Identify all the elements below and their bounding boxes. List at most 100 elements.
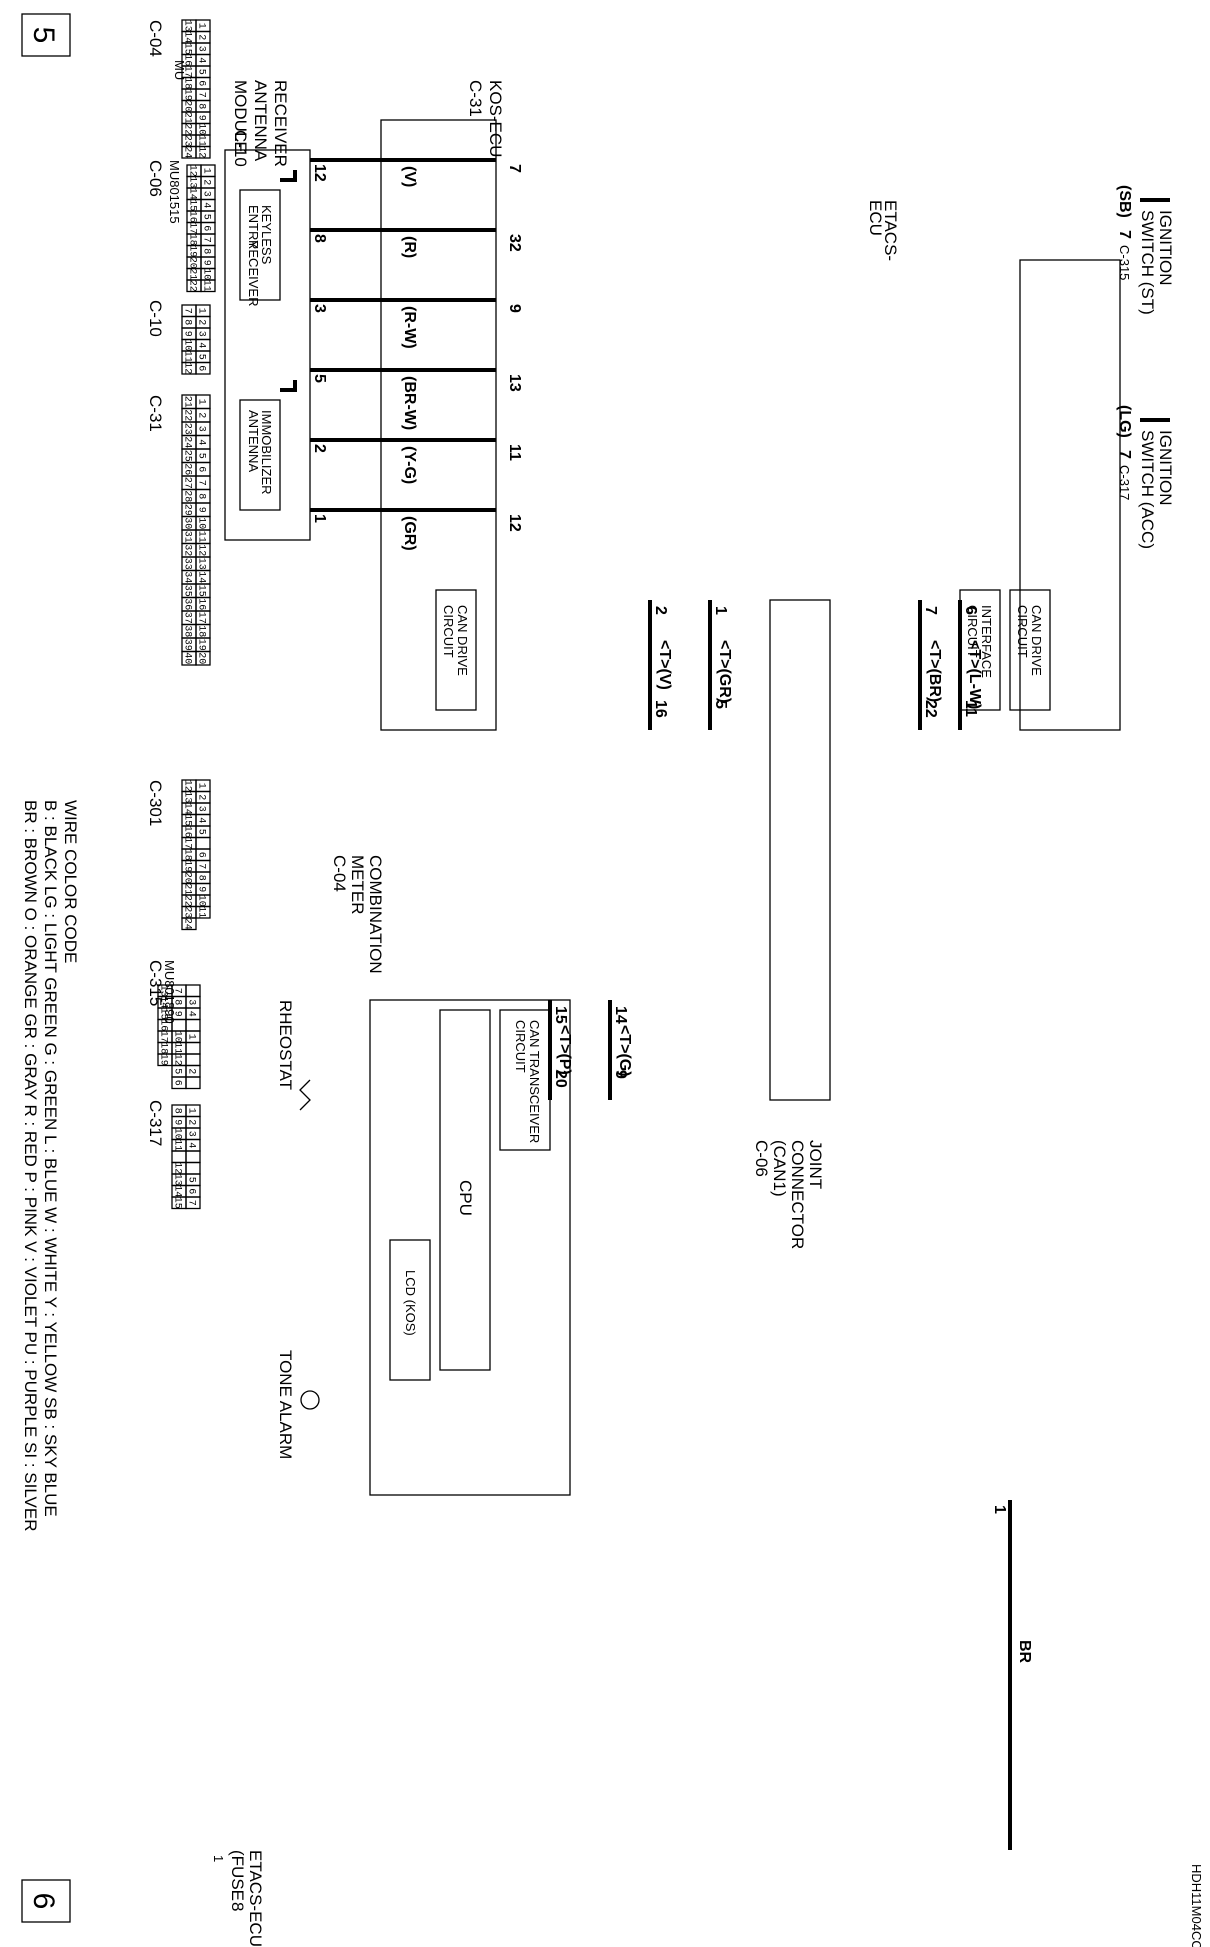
etacs-interface-circuit: INTERFACE CIRCUIT	[959, 589, 1001, 711]
face-pin: 29	[182, 504, 193, 516]
kos-ecu-connector-label: C-31	[466, 80, 485, 117]
wire-color-label: (Y-G)	[401, 446, 418, 484]
face-cell	[185, 1053, 201, 1067]
face-pin: 6	[196, 80, 207, 86]
face-pin: 3	[196, 46, 207, 52]
can-pin-number: 14	[612, 1006, 629, 1024]
face-pin: 24	[182, 436, 193, 448]
joint-label-1: JOINT	[806, 1140, 825, 1189]
face-pin: 15	[182, 814, 193, 826]
face-pin: 17	[158, 1031, 169, 1043]
face-pin: 11	[172, 1042, 183, 1054]
face-pin: 15	[196, 585, 207, 597]
connector-label-c315: C-315	[146, 960, 165, 1006]
fuse-label-1: ETACS-ECU	[246, 1850, 265, 1947]
face-pin: 3	[201, 191, 212, 197]
face-pin: 11	[196, 531, 207, 543]
part-number-c06: MU801515	[167, 160, 182, 224]
face-pin: 7	[196, 92, 207, 98]
face-pin: 22	[187, 280, 198, 292]
receiver-connector-label: C-10	[231, 130, 250, 167]
fuse-label-2: (FUSE	[228, 1850, 247, 1901]
wire-color-label: (GR)	[401, 516, 418, 551]
face-pin: 14	[196, 571, 207, 583]
lcd-label: LCD (KOS)	[403, 1270, 418, 1336]
face-pin: 4	[196, 817, 207, 823]
kos-can-label-2: CIRCUIT	[441, 605, 456, 658]
face-pin: 1	[196, 308, 207, 314]
face-pin: 21	[187, 268, 198, 280]
face-cell	[185, 1018, 201, 1032]
kos-can-drive: CAN DRIVE CIRCUIT	[435, 589, 477, 711]
connector-tag: MU	[172, 60, 187, 80]
face-pin: 21	[182, 112, 193, 124]
face-pin: 11	[196, 906, 207, 918]
face-pin: 23	[182, 423, 193, 435]
rheostat-label: RHEOSTAT	[276, 1000, 295, 1090]
face-pin: 18	[158, 1042, 169, 1054]
ignition-acc-connector: C-317	[1117, 465, 1132, 500]
can-pin-number: 9	[612, 1070, 629, 1079]
face-pin: 27	[182, 477, 193, 489]
face-pin: 6	[196, 852, 207, 858]
face-pin: 12	[182, 362, 193, 374]
face-pin: 4	[201, 202, 212, 208]
face-pin: 6	[196, 365, 207, 371]
face-pin: 4	[196, 439, 207, 445]
face-pin: 5	[196, 354, 207, 360]
face-pin: 16	[187, 211, 198, 223]
meter-tone-alarm: TONE ALARM	[276, 1350, 320, 1459]
ignition-acc-label-1: IGNITION	[1156, 430, 1175, 506]
joint-connector-label: C-06	[752, 1140, 771, 1177]
cpu-label: CPU	[456, 1180, 475, 1216]
face-pin: 5	[186, 1177, 197, 1183]
face-pin: 5	[201, 214, 212, 220]
receiver-pin-number: 2	[311, 444, 328, 453]
face-pin: 20	[182, 100, 193, 112]
speaker-icon	[300, 1390, 320, 1410]
kos-ecu: KOS-ECU C-31 CAN DRIVE CIRCUIT	[380, 80, 505, 731]
receiver-label-1: RECEIVER	[271, 80, 290, 167]
face-pin: 14	[158, 996, 169, 1008]
face-pin: 13	[172, 1174, 183, 1186]
connector-label-c04: C-04	[146, 20, 165, 57]
can-signal-label: <T>(L-W)	[966, 640, 983, 709]
face-cell	[186, 279, 202, 293]
face-pin: 3	[186, 1131, 197, 1137]
face-pin: 17	[187, 222, 198, 234]
face-pin: 19	[187, 245, 198, 257]
ignition-st-label-1: IGNITION	[1156, 210, 1175, 286]
can-pin-number: 6	[962, 606, 979, 615]
face-pin: 1	[186, 1034, 197, 1040]
keyless-label-1: KEYLESS	[259, 205, 274, 265]
face-pin: 5	[196, 453, 207, 459]
face-pin: 1	[196, 399, 207, 405]
meter-connector-label: C-04	[330, 855, 349, 892]
face-pin: 9	[172, 1119, 183, 1125]
face-pin: 6	[186, 1188, 197, 1194]
receiver-box	[224, 149, 311, 541]
ignition-st-pin: 7	[1116, 230, 1133, 239]
face-pin: 2	[196, 794, 207, 800]
can-pin-number: 2	[652, 606, 669, 615]
face-pin: 13	[158, 985, 169, 997]
transceiver-label-2: CIRCUIT	[513, 1020, 528, 1073]
immobilizer-antenna: IMMOBILIZER ANTENNA	[239, 380, 297, 511]
face-pin: 12	[182, 780, 193, 792]
face-pin: 16	[196, 598, 207, 610]
face-pin: 7	[172, 988, 183, 994]
kos-pin-number: 9	[506, 304, 523, 313]
face-pin: 8	[172, 999, 183, 1005]
face-pin: 7	[201, 237, 212, 243]
face-pin: 11	[201, 280, 212, 292]
joint-label-2: CONNECTOR	[788, 1140, 807, 1249]
face-pin: 11	[196, 135, 207, 147]
face-pin: 13	[196, 558, 207, 570]
kos-ecu-label: KOS-ECU	[486, 80, 505, 157]
face-pin: 12	[172, 1054, 183, 1066]
combination-meter: COMBINATION METER C-04 CAN TRANSCEIVER C…	[276, 855, 571, 1496]
face-pin: 36	[182, 598, 193, 610]
